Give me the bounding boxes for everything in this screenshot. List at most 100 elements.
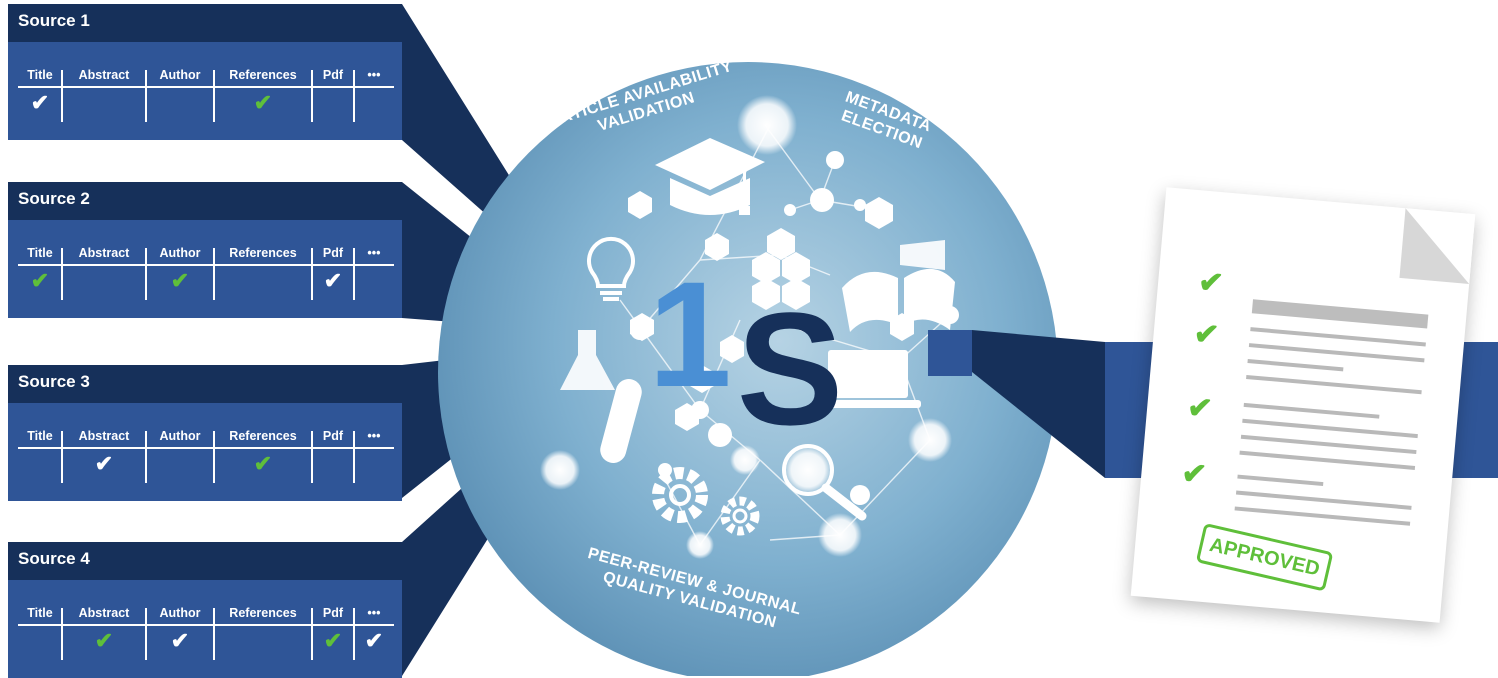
document-text-line xyxy=(1237,474,1324,487)
table-divider xyxy=(18,624,394,626)
source-title: Source 4 xyxy=(18,549,90,568)
hexagon-cluster xyxy=(628,191,914,431)
column-separator xyxy=(353,431,355,483)
document-text-line xyxy=(1242,418,1418,439)
col-pdf: Pdf xyxy=(322,606,344,620)
checkmark-icon: ✔ xyxy=(1196,265,1225,301)
checkmark-icon: ✔ xyxy=(1185,390,1214,427)
column-separator xyxy=(311,248,313,300)
source-header: Source 4 xyxy=(8,542,402,580)
check-icon: ✔ xyxy=(170,628,190,653)
column-separator xyxy=(213,70,215,122)
check-icon: ✔ xyxy=(170,268,190,293)
col-title: Title xyxy=(27,429,53,443)
col-references: References xyxy=(229,68,297,82)
col-pdf: Pdf xyxy=(322,429,344,443)
graduation-cap-icon xyxy=(655,138,765,215)
col-abstract: Abstract xyxy=(78,606,130,620)
check-icon: ✔ xyxy=(323,628,343,653)
check-icon: ✔ xyxy=(253,90,273,115)
col-more: ••• xyxy=(367,429,381,443)
approved-stamp: APPROVED xyxy=(1195,522,1334,592)
col-pdf: Pdf xyxy=(322,68,344,82)
column-separator xyxy=(61,70,63,122)
source-fields-table: Title Abstract Author References Pdf •••… xyxy=(8,42,402,140)
col-author: Author xyxy=(159,606,201,620)
check-icon: ✔ xyxy=(30,268,50,293)
check-icon: ✔ xyxy=(323,268,343,293)
col-more: ••• xyxy=(367,68,381,82)
source-fields-table: Title Abstract Author References Pdf •••… xyxy=(8,580,402,678)
magnifier-icon xyxy=(782,444,867,521)
open-book-icon xyxy=(842,240,955,332)
col-abstract: Abstract xyxy=(78,246,130,260)
laptop-icon xyxy=(815,350,921,408)
check-icon: ✔ xyxy=(253,451,273,476)
document-text-line xyxy=(1234,506,1411,526)
document-text-line xyxy=(1247,359,1344,372)
document-text-line xyxy=(1246,374,1422,395)
check-icon: ✔ xyxy=(94,628,114,653)
col-abstract: Abstract xyxy=(78,429,130,443)
source-fields-table: Title Abstract Author References Pdf •••… xyxy=(8,403,402,501)
column-separator xyxy=(145,70,147,122)
check-icon: ✔ xyxy=(94,451,114,476)
logo-letter: S xyxy=(737,279,844,458)
document-text-line xyxy=(1243,402,1380,419)
source-fields-table: Title Abstract Author References Pdf •••… xyxy=(8,220,402,318)
check-icon: ✔ xyxy=(364,628,384,653)
col-author: Author xyxy=(159,68,201,82)
col-title: Title xyxy=(27,68,53,82)
logo-1s: 1 S xyxy=(648,250,843,458)
lightbulb-icon xyxy=(587,236,635,301)
document-text-line xyxy=(1240,434,1417,455)
approved-document: ✔ ✔ ✔ ✔ APPROVED xyxy=(1130,187,1476,623)
column-separator xyxy=(213,248,215,300)
col-author: Author xyxy=(159,429,201,443)
source-title: Source 2 xyxy=(18,189,90,208)
column-separator xyxy=(353,608,355,660)
column-separator xyxy=(311,431,313,483)
column-separator xyxy=(145,431,147,483)
col-references: References xyxy=(229,246,297,260)
column-separator xyxy=(213,608,215,660)
col-references: References xyxy=(229,606,297,620)
column-separator xyxy=(61,431,63,483)
column-separator xyxy=(311,608,313,660)
col-abstract: Abstract xyxy=(78,68,130,82)
column-separator xyxy=(145,248,147,300)
flask-icon xyxy=(560,330,615,390)
checkmark-icon: ✔ xyxy=(1192,317,1221,353)
document-text-line xyxy=(1248,343,1425,363)
validation-hub-circle xyxy=(438,62,1058,676)
col-pdf: Pdf xyxy=(322,246,344,260)
test-tube-icon xyxy=(600,379,642,463)
gears-icon xyxy=(652,467,760,536)
check-icon: ✔ xyxy=(30,90,50,115)
source-title: Source 3 xyxy=(18,372,90,391)
col-references: References xyxy=(229,429,297,443)
source-title: Source 1 xyxy=(18,11,90,30)
document-text-line xyxy=(1239,450,1416,470)
column-separator xyxy=(311,70,313,122)
col-title: Title xyxy=(27,606,53,620)
document-text-line xyxy=(1235,490,1412,510)
document-text-line xyxy=(1250,327,1426,347)
logo-digit: 1 xyxy=(648,250,731,418)
column-separator xyxy=(61,248,63,300)
table-divider xyxy=(18,86,394,88)
col-more: ••• xyxy=(367,246,381,260)
column-separator xyxy=(145,608,147,660)
col-more: ••• xyxy=(367,606,381,620)
source-header: Source 3 xyxy=(8,365,402,403)
checkmark-icon: ✔ xyxy=(1180,456,1209,492)
table-divider xyxy=(18,447,394,449)
document-heading-line xyxy=(1251,299,1429,329)
source-header: Source 2 xyxy=(8,182,402,220)
col-title: Title xyxy=(27,246,53,260)
table-divider xyxy=(18,264,394,266)
source-header: Source 1 xyxy=(8,4,402,42)
col-author: Author xyxy=(159,246,201,260)
column-separator xyxy=(61,608,63,660)
column-separator xyxy=(353,248,355,300)
